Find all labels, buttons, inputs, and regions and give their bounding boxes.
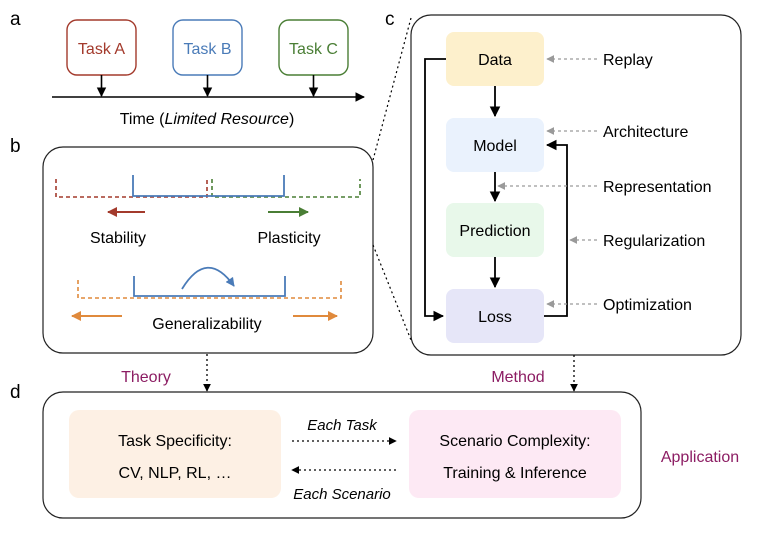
task-b-label: Task B bbox=[183, 41, 231, 58]
task-c-label: Task C bbox=[289, 41, 338, 58]
task-a-label: Task A bbox=[78, 41, 125, 58]
prediction-node bbox=[446, 203, 544, 257]
panel-a: Task A Task B Task C Time (Limited Resou… bbox=[52, 19, 365, 128]
task-specificity-title: Task Specificity: bbox=[118, 433, 232, 450]
panel-b-frame bbox=[42, 146, 374, 354]
method-representation: Representation bbox=[603, 179, 712, 196]
application-label: Application bbox=[661, 449, 739, 466]
model-node bbox=[446, 118, 544, 172]
scenario-complexity-title: Scenario Complexity: bbox=[439, 433, 590, 450]
plasticity-label: Plasticity bbox=[257, 230, 320, 247]
panel-letter-d: d bbox=[10, 382, 21, 403]
panel-d: Task Specificity: CV, NLP, RL, … Scenari… bbox=[42, 391, 642, 519]
each-scenario-label: Each Scenario bbox=[293, 486, 391, 503]
method-label: Method bbox=[491, 369, 544, 386]
loss-to-model-arrow bbox=[544, 139, 568, 317]
time-label: Time (Limited Resource) bbox=[120, 111, 295, 128]
scenario-complexity-examples: Training & Inference bbox=[443, 465, 587, 482]
panel-letter-c: c bbox=[385, 9, 395, 30]
method-optimization: Optimization bbox=[603, 297, 692, 314]
method-architecture: Architecture bbox=[603, 124, 688, 141]
generalizability-label: Generalizability bbox=[152, 316, 261, 333]
model-node-label: Model bbox=[473, 138, 517, 155]
generalizability-range bbox=[77, 280, 342, 299]
scenario-complexity-box bbox=[409, 410, 621, 498]
current-task-bar bbox=[132, 175, 285, 197]
zoom-line-bottom bbox=[372, 244, 412, 341]
data-to-loss-arrow bbox=[424, 58, 446, 322]
task-specificity-box bbox=[69, 410, 281, 498]
panel-b: Stability Plasticity Generalizability bbox=[42, 146, 374, 354]
stability-range bbox=[55, 179, 208, 198]
panel-c: Data Model Prediction Loss Replay Archit… bbox=[372, 14, 742, 356]
shifted-task-bar bbox=[133, 276, 286, 297]
loss-node bbox=[446, 289, 544, 343]
plasticity-range bbox=[211, 179, 361, 198]
theory-label: Theory bbox=[121, 369, 171, 386]
data-node bbox=[446, 32, 544, 86]
transfer-arc-arrow bbox=[181, 266, 235, 290]
each-task-label: Each Task bbox=[307, 417, 378, 434]
task-specificity-examples: CV, NLP, RL, … bbox=[119, 465, 232, 482]
prediction-node-label: Prediction bbox=[459, 223, 530, 240]
panel-letter-a: a bbox=[10, 9, 21, 30]
panel-letter-b: b bbox=[10, 136, 21, 157]
zoom-line-top bbox=[372, 17, 412, 161]
data-node-label: Data bbox=[478, 52, 512, 69]
loss-node-label: Loss bbox=[478, 309, 512, 326]
method-replay: Replay bbox=[603, 52, 653, 69]
stability-label: Stability bbox=[90, 230, 146, 247]
panel-c-frame bbox=[410, 14, 742, 356]
method-regularization: Regularization bbox=[603, 233, 705, 250]
